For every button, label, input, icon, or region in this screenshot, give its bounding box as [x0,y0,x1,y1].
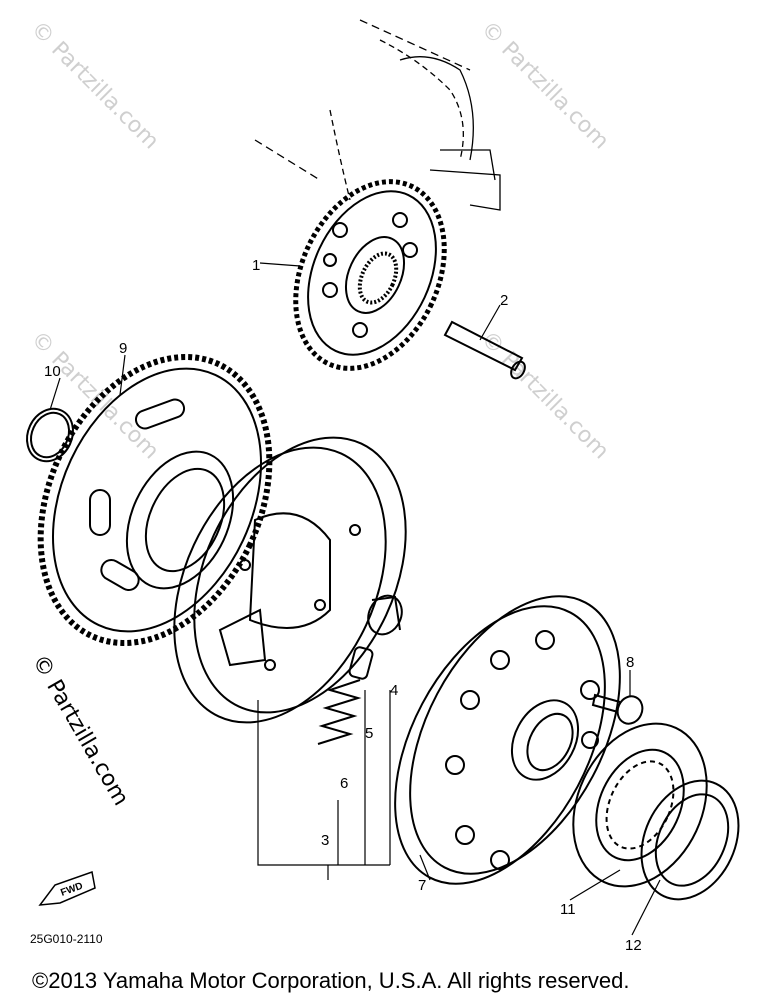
callout-9: 9 [119,340,127,357]
faint-watermark-3: © Partzilla.com [26,327,164,465]
leader-lines [49,262,661,936]
callout-8: 8 [626,654,634,671]
faint-watermark-2: © Partzilla.com [476,17,614,155]
circlip-ring [26,407,74,463]
callout-2: 2 [500,292,508,309]
clutch-screw [591,693,644,725]
callout-12: 12 [625,937,642,954]
faint-watermark-4: © Partzilla.com [476,327,614,465]
callout-1: 1 [252,257,260,274]
callout-5: 5 [365,725,373,742]
upper-starter-gear [293,179,447,371]
copyright-notice: ©2013 Yamaha Motor Corporation, U.S.A. A… [32,968,630,993]
oil-seal [640,779,740,901]
clutch-plunger [348,646,374,680]
part-number: 25G010-2110 [30,932,103,946]
callout-11: 11 [560,901,576,918]
faint-watermark-1: © Partzilla.com [26,17,164,155]
one-way-clutch [173,436,407,724]
clutch-roller [367,594,403,636]
callout-10: 10 [44,363,61,380]
pin-shaft [443,320,526,380]
partzilla-watermark: © Partzilla.com [27,651,134,811]
starter-wheel-gear [37,353,273,647]
callout-6: 6 [340,775,348,792]
fwd-label: FWD [59,881,84,899]
callout-4: 4 [390,682,398,699]
crankshaft-outline [254,19,501,211]
callout-7: 7 [418,877,426,894]
callout-3: 3 [321,832,329,849]
fwd-arrow-icon: FWD [38,871,96,906]
faint-watermarks: © Partzilla.com © Partzilla.com © Partzi… [26,17,614,465]
clutch-spring [317,679,362,745]
